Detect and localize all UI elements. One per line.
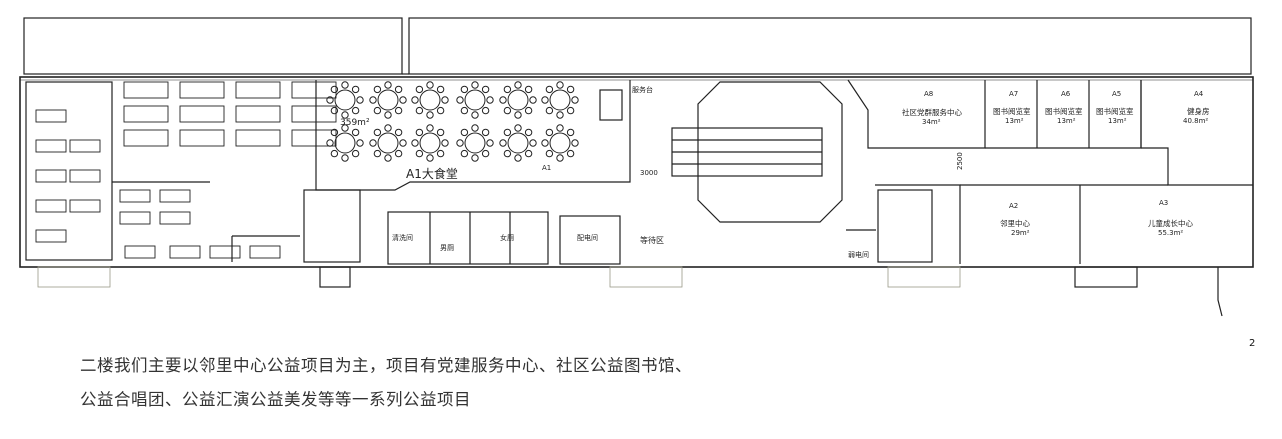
a6-code: A6 xyxy=(1061,90,1071,98)
canopy-left xyxy=(23,17,403,75)
dining-table xyxy=(326,124,364,162)
power-room-label: 配电间 xyxy=(577,233,598,242)
a8-name: 社区党群服务中心 xyxy=(902,107,962,117)
dining-bench xyxy=(179,81,225,99)
weak-power-room-label: 弱电间 xyxy=(848,250,869,259)
a3-name: 儿童成长中心 xyxy=(1148,218,1193,228)
dining-bench xyxy=(291,81,337,99)
stair-left xyxy=(303,189,361,263)
dining-bench xyxy=(123,105,169,123)
dining-table xyxy=(411,124,449,162)
a2-area: 29m² xyxy=(1011,229,1030,237)
canopy-right xyxy=(408,17,1252,75)
a1-name: A1大食堂 xyxy=(406,166,458,181)
kitchen-counter xyxy=(124,245,156,259)
a4-code: A4 xyxy=(1194,90,1204,98)
dining-table xyxy=(541,81,579,119)
kitchen-counter xyxy=(35,109,67,123)
building-outline xyxy=(19,76,1254,268)
a5-area: 13m² xyxy=(1108,117,1127,125)
toilet-block xyxy=(387,211,549,265)
a2-code: A2 xyxy=(1009,202,1018,210)
dining-table xyxy=(411,81,449,119)
dining-table xyxy=(456,124,494,162)
wash-room-label: 清洗间 xyxy=(392,233,413,242)
kitchen-area xyxy=(25,81,113,261)
dining-table xyxy=(456,81,494,119)
dining-bench xyxy=(291,105,337,123)
kitchen-counter xyxy=(159,189,191,203)
a1-area: 359m² xyxy=(340,118,370,128)
kitchen-counter xyxy=(69,139,101,153)
a2-name: 邻里中心 xyxy=(1000,218,1030,228)
dining-bench xyxy=(123,81,169,99)
a1-code: A1 xyxy=(542,164,551,172)
dining-table xyxy=(541,124,579,162)
a3-code: A3 xyxy=(1159,199,1168,207)
a5-name: 图书阅览室 xyxy=(1096,106,1134,116)
dining-bench xyxy=(123,129,169,147)
a4-name: 健身房 xyxy=(1187,106,1210,116)
kitchen-counter xyxy=(209,245,241,259)
dining-bench xyxy=(179,129,225,147)
kitchen-counter xyxy=(119,189,151,203)
a7-code: A7 xyxy=(1009,90,1018,98)
dining-bench xyxy=(235,105,281,123)
dining-bench xyxy=(235,81,281,99)
dimension-3000: 3000 xyxy=(640,169,658,177)
kitchen-counter xyxy=(69,199,101,213)
stair-right xyxy=(877,189,933,263)
kitchen-counter xyxy=(35,169,67,183)
mens-toilet-label: 男厕 xyxy=(440,244,454,252)
dining-table xyxy=(499,124,537,162)
dining-table xyxy=(369,81,407,119)
kitchen-counter xyxy=(159,211,191,225)
page-number: 2 xyxy=(1249,338,1256,349)
dining-table xyxy=(369,124,407,162)
kitchen-counter xyxy=(169,245,201,259)
service-desk-label: 服务台 xyxy=(632,85,653,94)
kitchen-counter xyxy=(69,169,101,183)
womens-toilet-label: 女厕 xyxy=(500,233,514,242)
kitchen-counter xyxy=(249,245,281,259)
waiting-area-label: 等待区 xyxy=(640,235,664,245)
floor-plan: A1大食堂 A1 359m² 服务台 清洗间 男厕 女厕 配电间 等待区 弱电间… xyxy=(19,17,1254,317)
dining-bench xyxy=(291,129,337,147)
caption-line-1: 二楼我们主要以邻里中心公益项目为主，项目有党建服务中心、社区公益图书馆、 xyxy=(80,356,692,375)
a4-area: 40.8m² xyxy=(1183,117,1208,125)
a7-name: 图书阅览室 xyxy=(993,106,1031,116)
caption-line-2: 公益合唱团、公益汇演公益美发等等一系列公益项目 xyxy=(80,390,471,409)
a6-name: 图书阅览室 xyxy=(1045,106,1083,116)
escalator-atrium xyxy=(697,81,843,223)
power-room xyxy=(559,215,621,265)
kitchen-counter xyxy=(35,199,67,213)
dining-bench xyxy=(235,129,281,147)
a6-area: 13m² xyxy=(1057,117,1076,125)
dimension-2500: 2500 xyxy=(956,152,964,170)
a3-area: 55.3m² xyxy=(1158,229,1183,237)
a8-area: 34m² xyxy=(922,118,941,126)
kitchen-counter xyxy=(119,211,151,225)
a7-area: 13m² xyxy=(1005,117,1024,125)
dining-table xyxy=(326,81,364,119)
dining-bench xyxy=(179,105,225,123)
kitchen-counter xyxy=(35,139,67,153)
a5-code: A5 xyxy=(1112,90,1121,98)
kitchen-counter xyxy=(35,229,67,243)
a8-code: A8 xyxy=(924,90,933,98)
dining-table xyxy=(499,81,537,119)
